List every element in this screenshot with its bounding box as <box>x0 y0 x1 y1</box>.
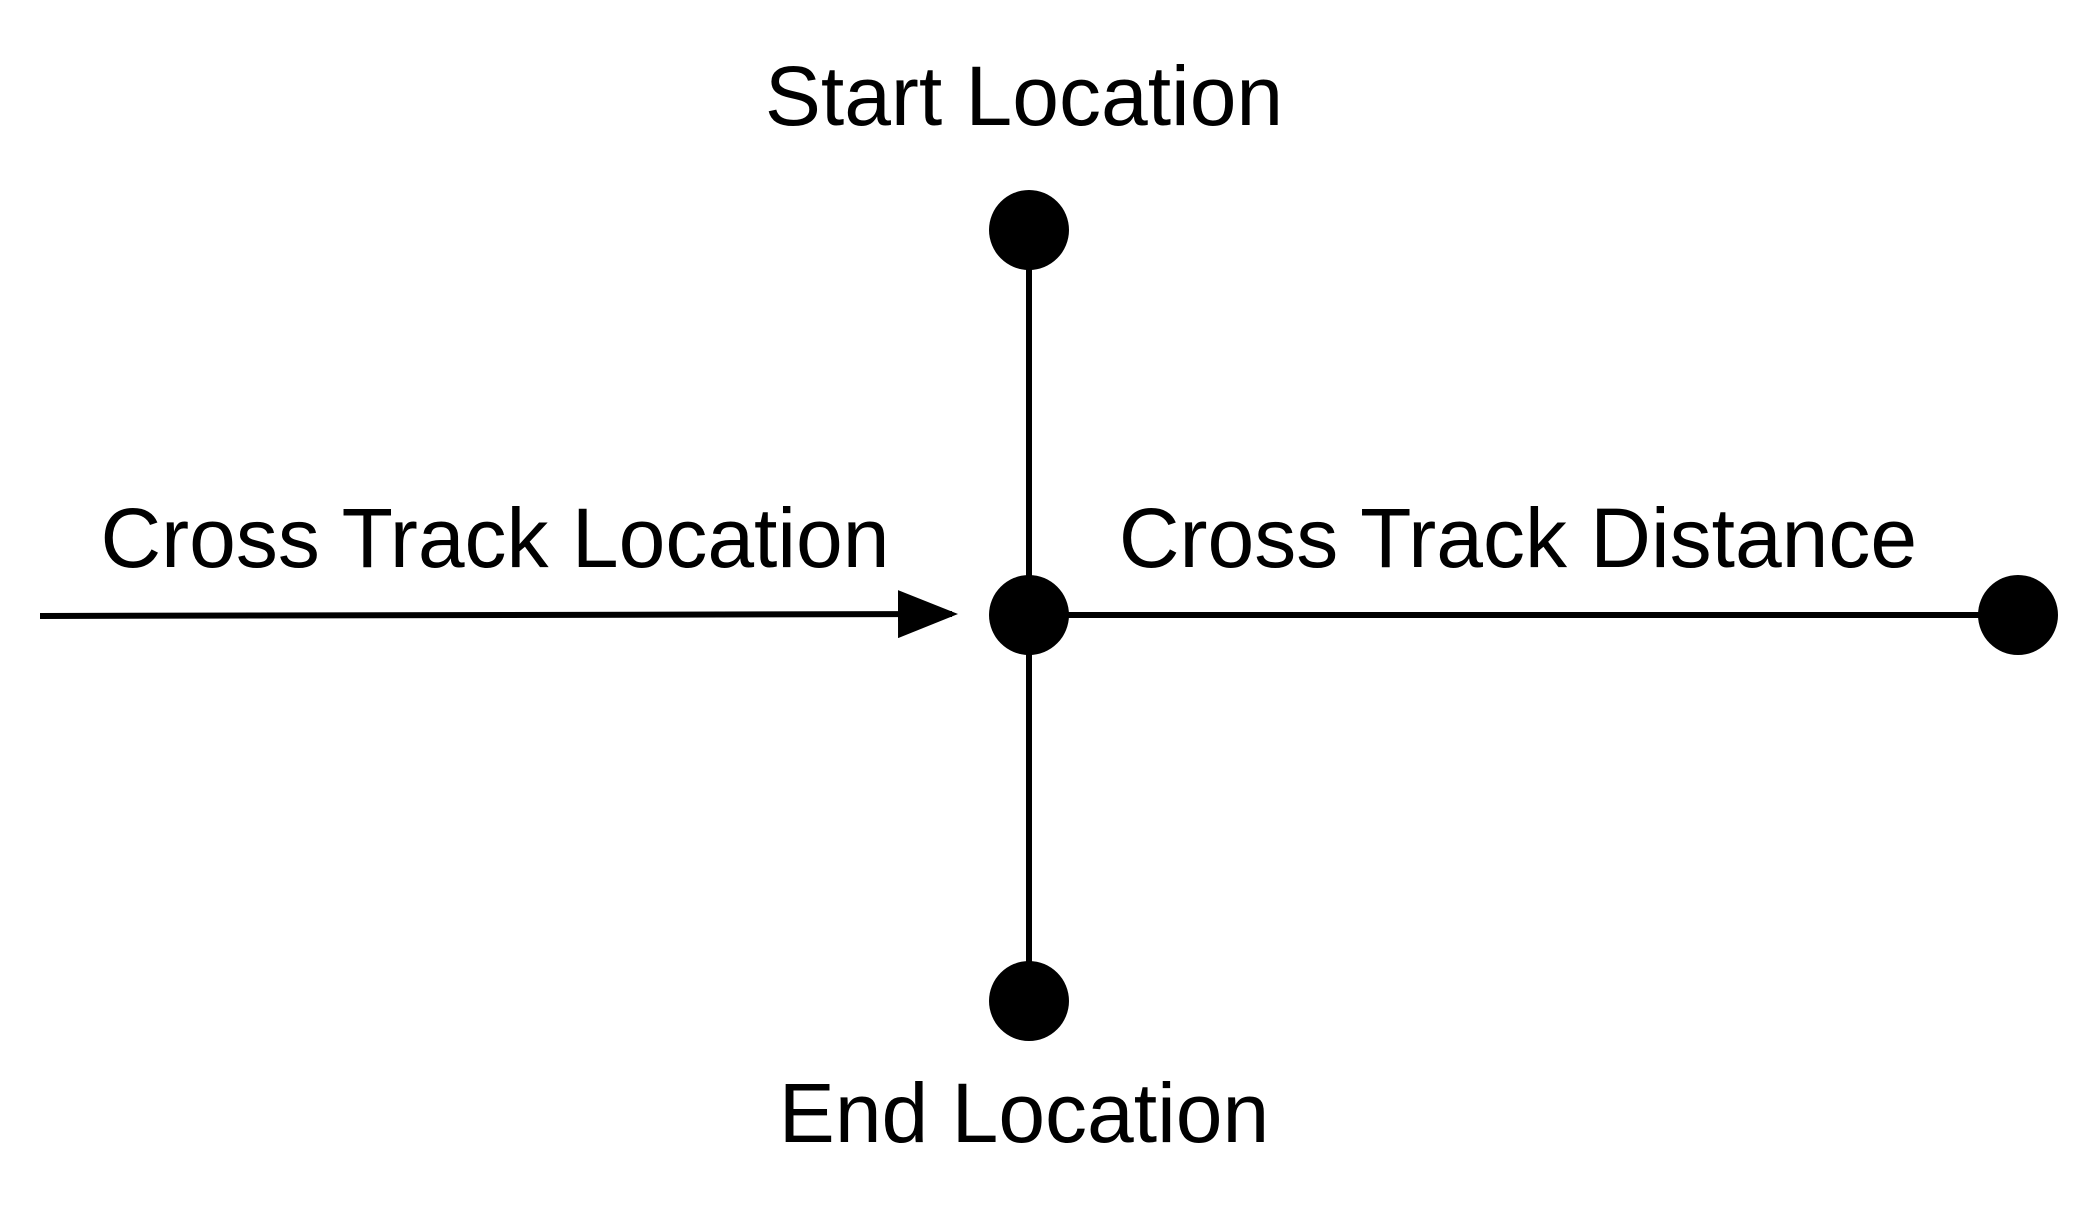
start-location-label: Start Location <box>765 49 1283 143</box>
cross-track-distance-label: Cross Track Distance <box>1119 491 1917 585</box>
end-location-label: End Location <box>779 1066 1269 1160</box>
cross-track-location-label: Cross Track Location <box>101 491 890 585</box>
cross-track-arrow <box>39 590 958 639</box>
end-node <box>989 961 1069 1041</box>
cross-track-node <box>989 575 1069 655</box>
cross-track-distance-endpoint <box>1978 575 2058 655</box>
start-node <box>989 190 1069 270</box>
